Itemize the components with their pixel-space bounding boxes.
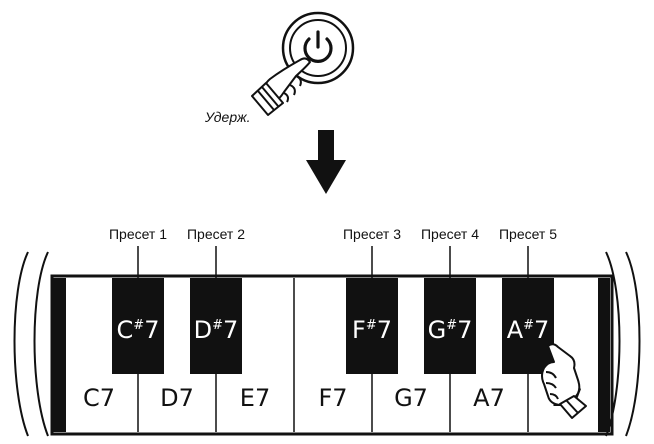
preset-label-text: Пресет 5	[499, 226, 557, 242]
white-key-label: D7	[160, 384, 194, 412]
black-key-f-sharp[interactable]: F#7	[346, 278, 398, 374]
power-icon	[303, 30, 333, 63]
preset-label-3: Пресет 3	[343, 226, 401, 278]
black-key-d-sharp[interactable]: D#7	[190, 278, 242, 374]
white-key-c7[interactable]: C7	[83, 384, 115, 412]
white-key-label: F7	[318, 384, 347, 412]
black-key-label: C#7	[117, 316, 160, 344]
down-arrow-icon	[306, 130, 346, 194]
preset-label-text: Пресет 1	[109, 226, 167, 242]
black-key-label: D#7	[194, 316, 239, 344]
white-key-label: A7	[473, 384, 505, 412]
black-key-label: G#7	[428, 316, 473, 344]
black-key-a-sharp[interactable]: A#7	[502, 278, 554, 374]
white-key-g7[interactable]: G7	[371, 278, 428, 432]
preset-label-2: Пресет 2	[187, 226, 245, 278]
left-edge-wave	[13, 251, 29, 437]
black-key-g-sharp[interactable]: G#7	[424, 278, 476, 374]
pointing-hand-icon	[251, 57, 311, 116]
black-key-c-sharp[interactable]: C#7	[112, 278, 164, 374]
white-key-label: E7	[240, 384, 270, 412]
black-key-label: F#7	[352, 316, 392, 344]
black-key-label: A#7	[507, 316, 550, 344]
preset-label-5: Пресет 5	[499, 226, 557, 278]
preset-label-text: Пресет 3	[343, 226, 401, 242]
white-key-label: C7	[83, 384, 115, 412]
white-key-f7[interactable]: F7	[293, 278, 348, 432]
preset-label-text: Пресет 4	[421, 226, 479, 242]
preset-label-1: Пресет 1	[109, 226, 167, 278]
right-edge-wave	[605, 251, 621, 437]
preset-label-4: Пресет 4	[421, 226, 479, 278]
hold-label: Удерж.	[204, 109, 250, 125]
pointing-hand-icon	[541, 343, 587, 419]
white-key-label: G7	[394, 384, 428, 412]
preset-label-text: Пресет 2	[187, 226, 245, 242]
